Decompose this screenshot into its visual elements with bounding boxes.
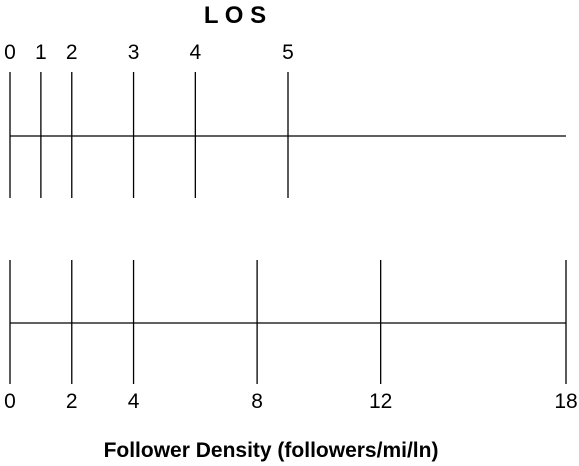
bottom-scale-tick-label: 0 <box>4 390 16 413</box>
top-scale-tick-label: 0 <box>4 41 16 64</box>
top-scale-tick-label: 2 <box>66 41 78 64</box>
top-scale-tick-label: 1 <box>35 41 47 64</box>
bottom-scale-tick-label: 18 <box>554 390 577 413</box>
top-scale-tick-label: 4 <box>189 41 201 64</box>
bottom-scale-tick-label: 8 <box>251 390 263 413</box>
x-axis-label: Follower Density (followers/mi/ln) <box>104 439 439 462</box>
bottom-scale-tick-label: 2 <box>66 390 78 413</box>
bottom-scale-tick-label: 4 <box>128 390 140 413</box>
bottom-scale-tick-label: 12 <box>369 390 392 413</box>
top-scale-tick-label: 5 <box>282 41 294 64</box>
diagram-title: L O S <box>204 2 266 29</box>
follower-density-scale: 0 2 4 8 12 18 <box>4 260 578 413</box>
top-scale-tick-label: 3 <box>128 41 140 64</box>
